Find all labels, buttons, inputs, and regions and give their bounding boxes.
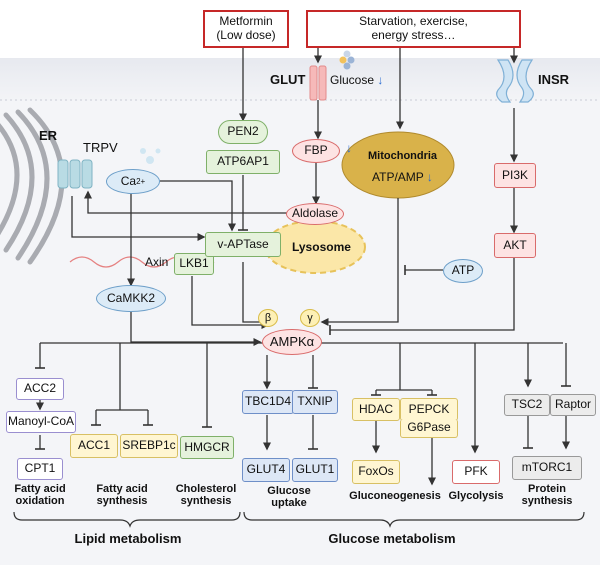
lysosome-label: Lysosome <box>292 240 351 254</box>
tbc1d4-node: TBC1D4 <box>242 390 294 414</box>
gluconeogenesis-label: Gluconeogenesis <box>349 490 441 502</box>
fbp-node: FBP <box>292 139 340 163</box>
atp-amp-label: ATP/AMP ↓ <box>372 170 433 184</box>
txnip-node: TXNIP <box>292 390 338 414</box>
glucose-molecule-icon <box>339 50 355 70</box>
trpv-label: TRPV <box>83 140 118 155</box>
axin-label: Axin <box>145 255 169 269</box>
ca-text: Ca <box>120 173 137 188</box>
glycolysis-label: Glycolysis <box>448 490 504 502</box>
atp6ap1-node: ATP6AP1 <box>206 150 280 174</box>
manoyl-coa-node: Manoyl-CoA <box>6 411 76 433</box>
atp-amp-text: ATP/AMP <box>372 170 424 184</box>
glut4-node: GLUT4 <box>242 458 290 482</box>
protein-synthesis-label: Protein synthesis <box>521 483 573 507</box>
akt-node: AKT <box>494 233 536 258</box>
insr-label: INSR <box>538 72 570 87</box>
insr-receptor-icon <box>496 59 534 103</box>
trpv-channel-icon <box>57 159 93 189</box>
ampk-gamma-subunit: γ <box>300 309 320 327</box>
aldolase-node: Aldolase <box>286 203 344 225</box>
mitochondria-label: Mitochondria <box>368 150 438 162</box>
ca-superscript: 2+ <box>136 176 146 186</box>
acc1-node: ACC1 <box>70 434 118 458</box>
glut1-node: GLUT1 <box>292 458 338 482</box>
pi3k-node: PI3K <box>494 163 536 188</box>
foxos-node: FoxOs <box>352 460 400 484</box>
starvation-box: Starvation, exercise, energy stress… <box>306 10 521 48</box>
srebp1c-node: SREBP1c <box>120 434 178 458</box>
camkk2-node: CaMKK2 <box>96 285 166 312</box>
metformin-box: Metformin (Low dose) <box>203 10 289 48</box>
glucose-uptake-label: Glucose uptake <box>267 485 311 509</box>
raptor-node: Raptor <box>550 394 596 416</box>
hmgcr-node: HMGCR <box>180 436 234 459</box>
pfk-node: PFK <box>452 460 500 484</box>
hdac-node: HDAC <box>352 398 400 421</box>
atp-amp-down-arrow-icon: ↓ <box>426 170 433 184</box>
vaptase-node: v-APTase <box>205 232 281 257</box>
lkb1-node: LKB1 <box>174 253 214 275</box>
glucose-metabolism-label: Glucose metabolism <box>328 531 456 546</box>
pen2-node: PEN2 <box>218 120 268 144</box>
glut-transporter-icon <box>309 65 327 101</box>
fa-synthesis-label: Fatty acid synthesis <box>96 483 148 507</box>
pepck-node: PEPCK <box>400 398 458 421</box>
atp-node: ATP <box>443 259 483 283</box>
glucose-label: Glucose ↓ <box>330 73 383 87</box>
fbp-text: FBP <box>304 143 328 158</box>
glucose-text: Glucose <box>330 73 375 87</box>
ca-ion-dots-icon <box>140 148 161 164</box>
fa-oxidation-label: Fatty acid oxidation <box>14 483 66 507</box>
ampk-alpha-node: AMPKα <box>262 329 322 355</box>
acc2-node: ACC2 <box>16 378 64 400</box>
g6pase-node: G6Pase <box>400 419 458 438</box>
tsc2-node: TSC2 <box>504 394 550 416</box>
cpt1-node: CPT1 <box>17 458 63 480</box>
glucose-down-arrow-icon: ↓ <box>377 73 384 87</box>
mitochondria-organelle <box>341 131 455 199</box>
mtorc1-node: mTORC1 <box>512 456 582 480</box>
cholesterol-synthesis-label: Cholesterol synthesis <box>175 483 237 507</box>
fbp-down-arrow-icon: ↓ <box>346 141 352 155</box>
ampk-beta-subunit: β <box>258 309 278 327</box>
glut-label: GLUT <box>270 72 306 87</box>
group-braces <box>13 511 585 528</box>
er-label: ER <box>39 128 58 143</box>
lipid-metabolism-label: Lipid metabolism <box>74 531 182 546</box>
